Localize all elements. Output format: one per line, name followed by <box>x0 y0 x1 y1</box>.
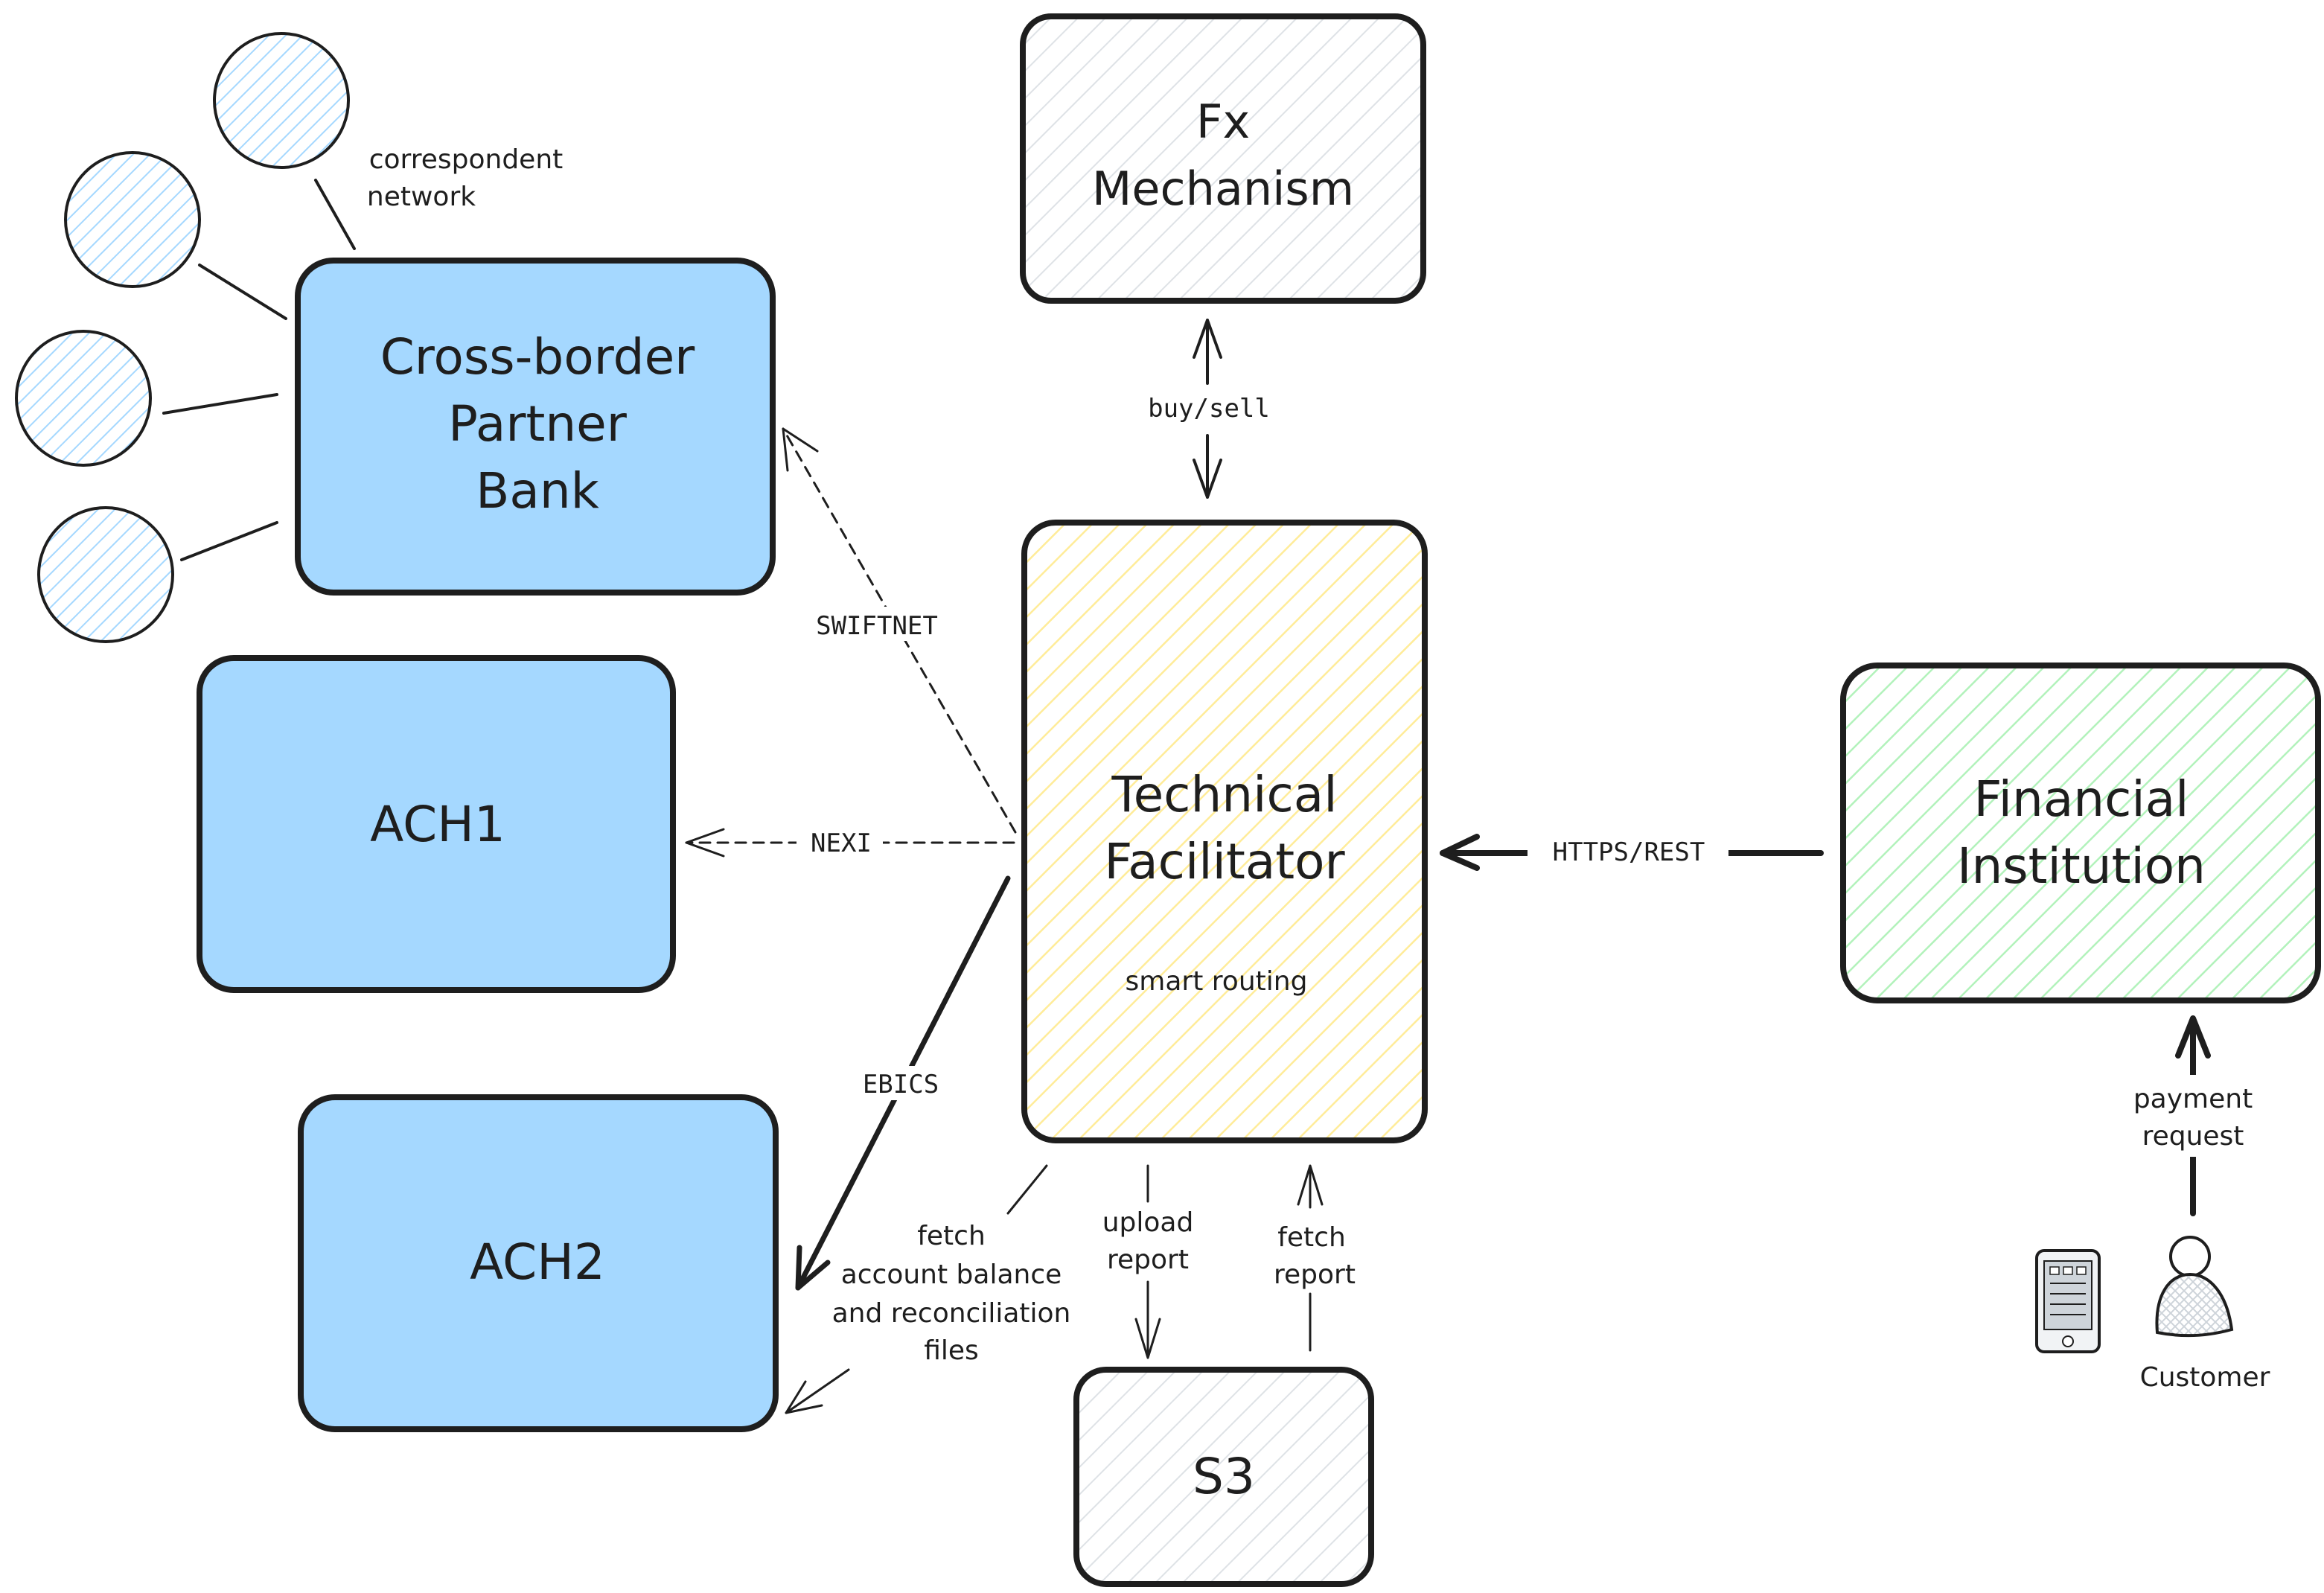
fetch-balance-label-line1: fetch <box>917 1221 986 1251</box>
correspondent-bank-circle <box>37 506 174 643</box>
upload-report-label-line1: upload <box>1102 1207 1194 1238</box>
partner-bank-title-line3: Bank <box>476 462 600 520</box>
https-rest-edge[interactable]: HTTPS/REST <box>1440 832 1824 871</box>
upload-report-edge[interactable]: upload report <box>1102 1164 1194 1359</box>
customer-label: Customer <box>2140 1362 2270 1393</box>
facilitator-subtitle: smart routing <box>1126 966 1308 997</box>
fetch-report-edge[interactable]: fetch report <box>1274 1164 1356 1352</box>
payment-request-label-line1: payment <box>2133 1084 2253 1114</box>
swiftnet-label: SWIFTNET <box>816 611 938 641</box>
fetch-report-label-line2: report <box>1274 1260 1356 1290</box>
ebics-edge[interactable]: EBICS <box>795 875 1011 1291</box>
correspondent-label-line2: network <box>367 182 476 212</box>
partner-bank-title-line1: Cross-border <box>380 328 695 386</box>
fx-mechanism-node[interactable]: Fx Mechanism <box>1020 13 1426 304</box>
ach2-node[interactable]: ACH2 <box>298 1094 779 1432</box>
https-rest-label: HTTPS/REST <box>1553 837 1705 867</box>
financial-institution-node[interactable]: Financial Institution <box>1840 663 2321 1003</box>
person-icon <box>2155 1236 2234 1338</box>
buy-sell-label: buy/sell <box>1148 394 1270 424</box>
cross-border-partner-bank-node[interactable]: Cross-border Partner Bank <box>295 258 776 596</box>
correspondent-label-line1: correspondent <box>369 144 564 175</box>
fetch-report-label-line1: fetch <box>1277 1222 1346 1253</box>
fetch-balance-label-line4: files <box>924 1335 979 1366</box>
fetch-balance-label-line3: and reconciliation <box>832 1298 1071 1329</box>
ach1-title: ACH1 <box>370 796 505 853</box>
payment-request-label-line2: request <box>2142 1121 2244 1152</box>
upload-report-label-line2: report <box>1107 1245 1189 1275</box>
fx-title-line2: Mechanism <box>1092 162 1354 216</box>
fx-title-line1: Fx <box>1196 95 1250 149</box>
facilitator-title-line2: Facilitator <box>1104 833 1345 890</box>
s3-node[interactable]: S3 <box>1073 1367 1374 1587</box>
mobile-device-icon <box>2035 1249 2101 1353</box>
correspondent-network: correspondent network <box>15 32 564 643</box>
s3-title: S3 <box>1193 1448 1255 1505</box>
institution-title-line2: Institution <box>1957 837 2206 895</box>
correspondent-bank-circle <box>64 151 201 288</box>
ach2-title: ACH2 <box>470 1233 605 1291</box>
facilitator-title-line1: Technical <box>1111 766 1337 823</box>
ebics-label: EBICS <box>863 1070 939 1099</box>
customer-node[interactable]: Customer <box>2035 1236 2270 1393</box>
nexi-label: NEXI <box>811 829 872 858</box>
technical-facilitator-node[interactable]: Technical Facilitator smart routing <box>1021 520 1428 1143</box>
fetch-balance-edge[interactable]: fetch account balance and reconciliation… <box>785 1164 1071 1414</box>
buy-sell-edge[interactable]: buy/sell <box>1148 319 1270 499</box>
fetch-balance-label-line2: account balance <box>841 1260 1062 1290</box>
correspondent-bank-circle <box>213 32 350 169</box>
correspondent-bank-circle <box>15 330 152 467</box>
payment-request-edge[interactable]: payment request <box>2127 1015 2261 1216</box>
nexi-edge[interactable]: NEXI <box>685 825 1015 859</box>
ach1-node[interactable]: ACH1 <box>197 655 676 993</box>
institution-title-line1: Financial <box>1973 770 2189 828</box>
swiftnet-edge[interactable]: SWIFTNET <box>782 427 1017 834</box>
partner-bank-title-line2: Partner <box>448 395 628 453</box>
